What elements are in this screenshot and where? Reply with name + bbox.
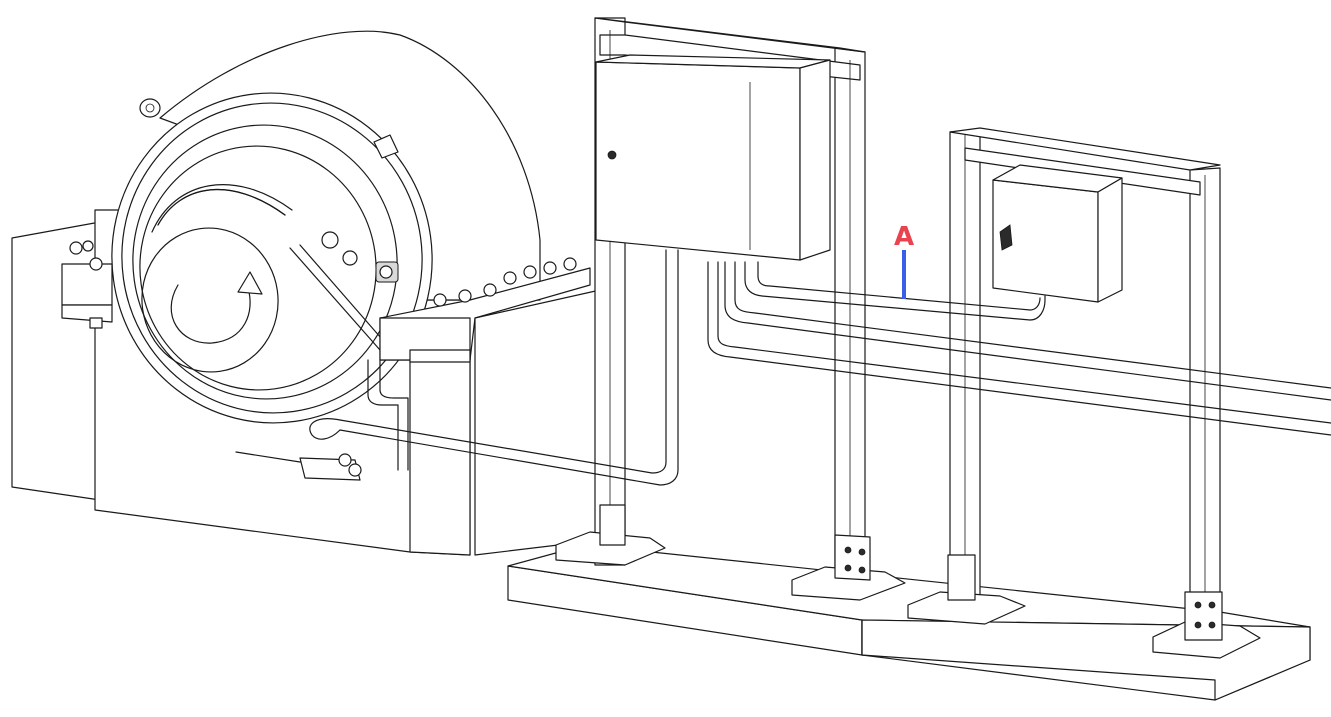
cabinet-2 — [992, 164, 1123, 303]
conduits — [309, 249, 1331, 486]
rear-box — [474, 289, 601, 556]
stand-frame-2 — [907, 127, 1261, 659]
sensor-unit — [235, 451, 362, 481]
left-terminal-clamp — [61, 240, 113, 329]
generator-housing — [94, 30, 541, 556]
callout-a: A — [894, 222, 914, 299]
callout-label: A — [894, 222, 914, 252]
cabinet-1 — [595, 54, 831, 261]
busbar-terminals — [379, 257, 591, 363]
